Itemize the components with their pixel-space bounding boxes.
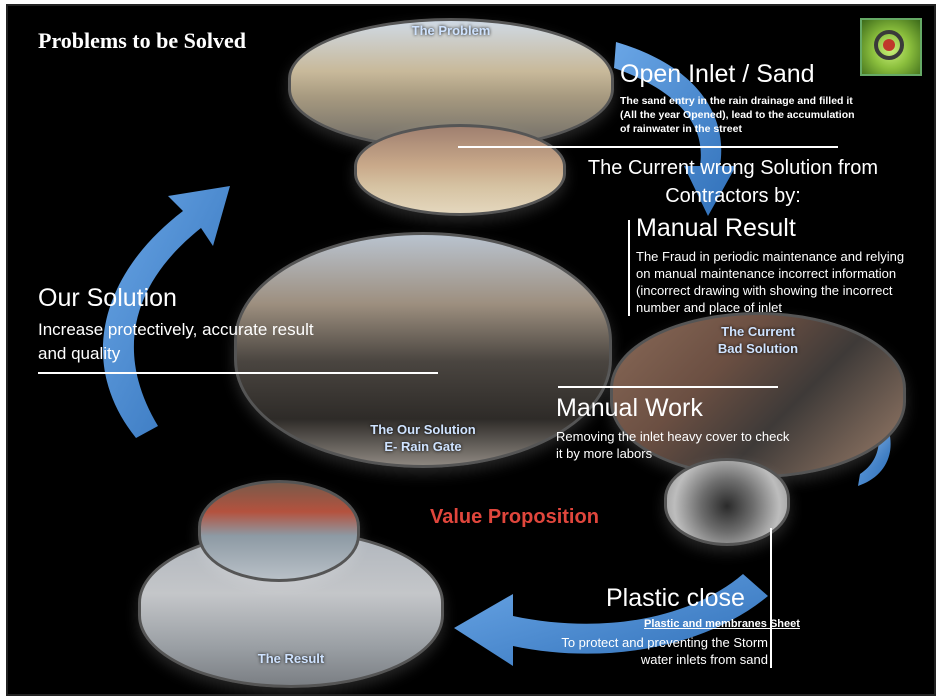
- plastic-close-text: To protect and preventing the Storm wate…: [561, 635, 768, 667]
- photo-our-solution: The Our Solution E- Rain Gate: [234, 232, 612, 468]
- manual-work-text: Removing the inlet heavy cover to check …: [556, 429, 790, 461]
- caption-result: The Result: [257, 651, 325, 666]
- connector-line-top: [458, 146, 838, 148]
- photo-flood: [198, 480, 360, 582]
- slide: Problems to be Solved The Problem The Ou…: [6, 4, 936, 696]
- logo-ring-icon: [874, 30, 904, 60]
- value-proposition: Value Proposition: [430, 506, 599, 528]
- current-wrong-heading: The Current wrong Solution from Contract…: [587, 157, 879, 207]
- photo-inlet-closeup: [664, 458, 790, 546]
- manual-result-title: Manual Result: [636, 214, 796, 242]
- arrow-bottom-left: [454, 574, 768, 666]
- caption-problem: The Problem: [411, 23, 491, 38]
- caption-our-solution: The Our Solution E- Rain Gate: [370, 422, 476, 454]
- our-solution-text: Increase protectively, accurate result a…: [38, 320, 314, 363]
- logo-dot-icon: [883, 39, 895, 51]
- connector-line-right: [558, 386, 778, 388]
- open-inlet-title: Open Inlet / Sand: [620, 60, 815, 88]
- company-logo: [860, 18, 922, 76]
- plastic-close-bar: [770, 528, 772, 668]
- manual-result-bar: [628, 220, 630, 316]
- photo-current-bad: The Current Bad Solution: [610, 312, 906, 478]
- arrow-up-left: [102, 186, 230, 438]
- manual-work-title: Manual Work: [556, 394, 703, 422]
- plastic-close-title: Plastic close: [606, 584, 745, 612]
- caption-current-bad: The Current Bad Solution: [717, 324, 799, 356]
- photo-sand-inlet: [354, 124, 566, 216]
- connector-line-left: [38, 372, 438, 374]
- arrow-down-right: [614, 42, 736, 216]
- open-inlet-text: The sand entry in the rain drainage and …: [620, 95, 855, 135]
- page-title: Problems to be Solved: [38, 28, 246, 53]
- our-solution-title: Our Solution: [38, 284, 177, 312]
- manual-result-text: The Fraud in periodic maintenance and re…: [636, 249, 905, 315]
- plastic-close-subtitle: Plastic and membranes Sheet: [644, 618, 800, 630]
